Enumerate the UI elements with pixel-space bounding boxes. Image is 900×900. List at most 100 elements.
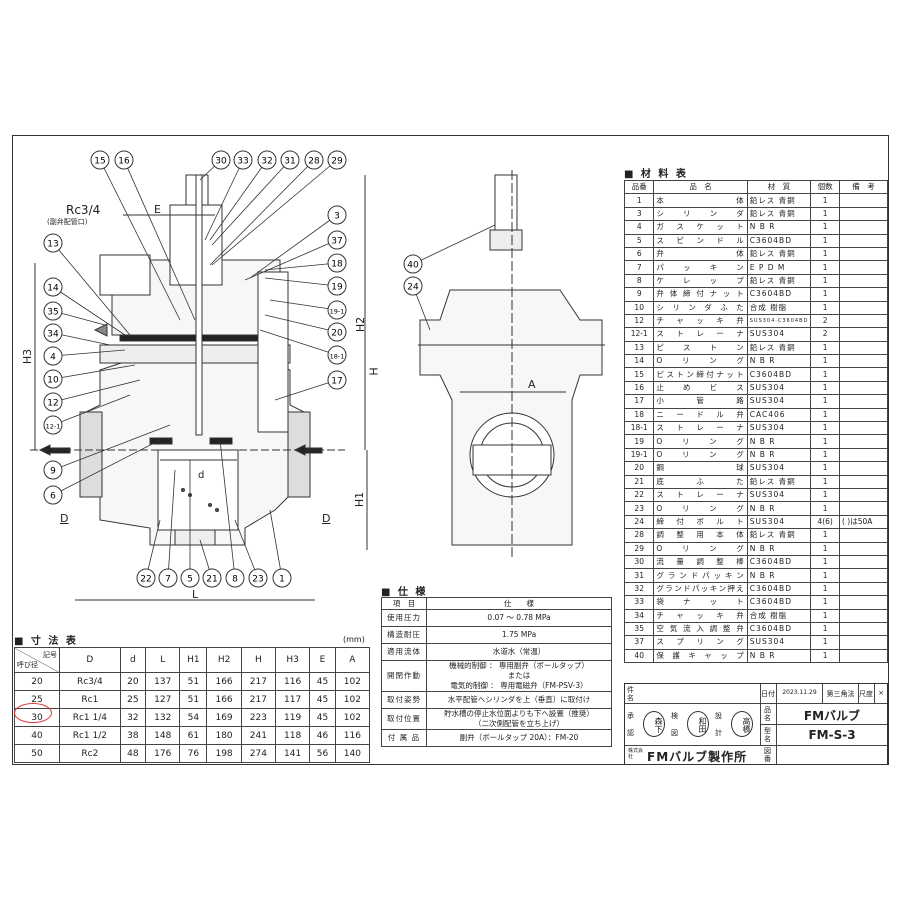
dimensions-cell: Rc1 1/4 (59, 708, 121, 727)
materials-cell: 20 (623, 461, 655, 476)
materials-cell: C3604BD (746, 554, 812, 570)
materials-cell: 1 (810, 635, 840, 650)
materials-cell: SUS304 (746, 380, 812, 396)
materials-cell: 15 (623, 367, 655, 382)
part-callout: 5 (180, 460, 200, 588)
materials-cell (838, 273, 889, 289)
callout-number: 23 (252, 575, 263, 585)
materials-cell (838, 635, 889, 650)
highlight-circle-size-30 (14, 703, 52, 723)
materials-cell: 調整用本体 (653, 528, 748, 543)
materials-cell: 底ふた (653, 474, 748, 489)
dimensions-cell: 102 (334, 672, 371, 691)
dimensions-cell: 241 (240, 726, 276, 745)
callout-number: 7 (165, 575, 171, 585)
materials-cell (838, 313, 889, 329)
materials-header: 備 考 (838, 179, 889, 195)
materials-cell: SUS304 (746, 327, 812, 342)
materials-cell: 35 (623, 621, 655, 637)
materials-cell: 弁体締付ナット (653, 287, 748, 302)
callout-number: 19 (331, 283, 343, 293)
materials-cell: C3604BD (746, 367, 812, 382)
materials-cell: SUS304 (746, 394, 812, 409)
materials-cell: 4(6) (810, 514, 840, 530)
materials-cell: 40 (623, 648, 655, 664)
spec-row: 付 属 品副弁（ボールタップ 20A）：FM-20 (381, 729, 612, 747)
part-callout: 20 (264, 314, 347, 342)
callout-number: 14 (47, 284, 59, 294)
materials-cell: 鉛レス 青銅 (746, 206, 812, 222)
materials-cell: SUS304 (746, 421, 812, 436)
drawing-frame (12, 135, 889, 765)
materials-cell (838, 554, 889, 570)
materials-cell: 2 (810, 327, 840, 342)
materials-cell: 31 (623, 568, 655, 583)
materials-header: 品 名 (653, 179, 748, 195)
materials-cell: ニードル弁 (653, 407, 748, 423)
materials-cell: 1 (810, 554, 840, 570)
subject-label: 件名 (627, 686, 634, 702)
materials-cell: 8 (623, 273, 655, 289)
dimensions-header: D (59, 647, 121, 673)
materials-cell: 17 (623, 394, 655, 409)
materials-cell: 鉛レス 青銅 (746, 340, 812, 356)
part-callout: 6 (43, 439, 161, 505)
materials-cell: 1 (810, 367, 840, 382)
spec-value: 1.75 MPa (426, 626, 612, 644)
dimensions-header: A (334, 647, 371, 673)
dimensions-header: E (309, 647, 336, 673)
dim-H2: H2 (354, 316, 368, 333)
spec-row: 取付姿勢水平配管へシリンダを上（垂直）に取付け (381, 691, 612, 709)
materials-cell: SUS304 (746, 461, 812, 476)
callout-number: 22 (140, 575, 151, 585)
dim-d: d (198, 470, 205, 481)
part-callout: 22 (136, 519, 161, 588)
part-callout: 19 (264, 276, 347, 296)
materials-cell (838, 354, 889, 369)
materials-cell: 37 (623, 635, 655, 650)
materials-cell: 1 (810, 380, 840, 396)
materials-cell: 鉛レス 青銅 (746, 273, 812, 289)
callout-number: 20 (331, 329, 343, 339)
callout-number: 15 (94, 157, 105, 167)
callout-number: 18-1 (330, 353, 345, 361)
date-value: 2023.11.29 (777, 684, 823, 704)
part-callout: 12 (43, 379, 141, 412)
dimensions-cell: 180 (206, 726, 242, 745)
callout-number: 33 (237, 157, 248, 167)
dimensions-cell: 169 (206, 708, 242, 727)
spec-value: 副弁（ボールタップ 20A）：FM-20 (426, 729, 612, 747)
materials-cell: 小管路 (653, 394, 748, 409)
materials-cell: C3604BD (746, 595, 812, 610)
materials-header: 材 質 (746, 179, 812, 195)
dimensions-cell: 198 (206, 744, 242, 763)
part-callout: 40 (403, 224, 496, 274)
dimensions-header: H1 (179, 647, 208, 673)
materials-cell (838, 581, 889, 597)
materials-cell: 14 (623, 354, 655, 369)
materials-cell (838, 447, 889, 463)
dimensions-cell: 166 (206, 672, 242, 691)
materials-cell: 1 (810, 447, 840, 463)
dimensions-unit: (mm) (343, 635, 365, 644)
dimensions-cell: 48 (119, 744, 147, 763)
callout-number: 5 (187, 575, 193, 585)
callout-number: 40 (407, 261, 419, 271)
callout-number: 30 (215, 157, 227, 167)
dimensions-cell: 217 (240, 672, 276, 691)
materials-cell: 1 (810, 340, 840, 356)
callout-number: 35 (47, 308, 58, 318)
materials-cell: 6 (623, 246, 655, 262)
materials-cell: 1 (810, 501, 840, 516)
dim-E: E (154, 203, 161, 216)
materials-cell: スプリング (653, 635, 748, 650)
